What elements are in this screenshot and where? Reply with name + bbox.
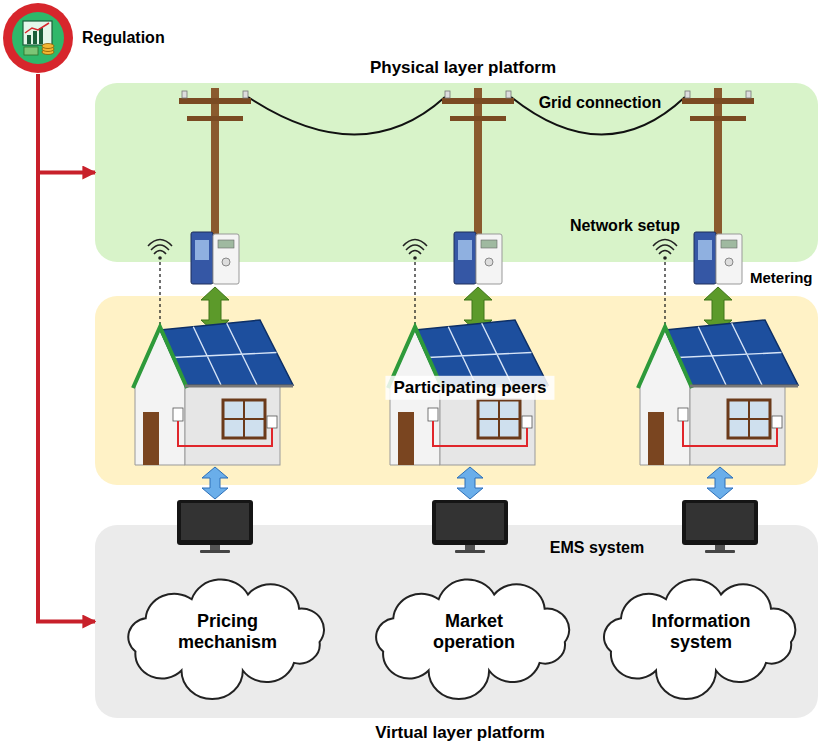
- cloud-label: Information system: [636, 611, 766, 654]
- regulation-arrow: [38, 74, 95, 173]
- cloud-label: Market operation: [409, 611, 539, 654]
- badge-center: [12, 12, 64, 64]
- cloud-outline: [376, 579, 569, 699]
- badge-shape: [2, 2, 74, 74]
- band-label: Grid connection: [539, 93, 662, 112]
- layer-band: Pricing mechanism Market operation Informa…: [95, 525, 818, 718]
- layer-band: Participating peers: [95, 296, 818, 485]
- cloud-box: Market operation: [363, 585, 585, 680]
- cloud-outline: [604, 579, 795, 699]
- cloud-box: Pricing mechanism: [115, 585, 340, 680]
- band-label: Participating peers: [385, 376, 554, 400]
- cloud-label: Pricing mechanism: [163, 611, 293, 654]
- band-title: Physical layer platform: [370, 58, 556, 78]
- band-label: Network setup: [570, 216, 680, 235]
- regulation-arrow: [38, 74, 95, 622]
- part-label: Metering: [750, 269, 813, 287]
- cloud-box: Information system: [591, 585, 811, 680]
- band-title: Virtual layer platform: [375, 723, 545, 743]
- badge-ring: [3, 3, 73, 73]
- node-heading: Regulation: [82, 28, 165, 47]
- regulation-badge: Regulation: [2, 2, 74, 74]
- cloud-outline: [128, 579, 324, 699]
- band-label: EMS system: [550, 538, 644, 557]
- layer-band: Physical layer platformGrid connectionNe…: [95, 83, 818, 262]
